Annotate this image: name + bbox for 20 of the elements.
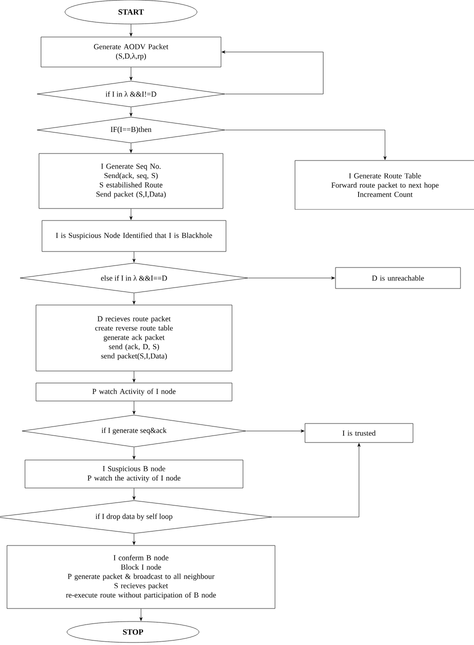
arrow xyxy=(272,443,360,518)
arrow xyxy=(132,534,136,545)
arrow xyxy=(140,608,142,621)
arrow xyxy=(132,371,136,382)
stop-terminal: STOP xyxy=(66,621,200,643)
arrow xyxy=(132,401,136,414)
arrow xyxy=(132,293,136,304)
arrow xyxy=(132,488,136,500)
arrow xyxy=(130,24,132,36)
arrow xyxy=(130,107,132,116)
arrow xyxy=(132,447,136,460)
start-terminal: START xyxy=(64,0,198,24)
arrow xyxy=(132,252,136,262)
arrow xyxy=(130,143,132,153)
arrow xyxy=(130,208,132,220)
arrow xyxy=(246,430,304,432)
arrow xyxy=(225,130,386,160)
arrow xyxy=(248,276,335,280)
arrow xyxy=(130,67,132,80)
arrow xyxy=(222,50,324,94)
